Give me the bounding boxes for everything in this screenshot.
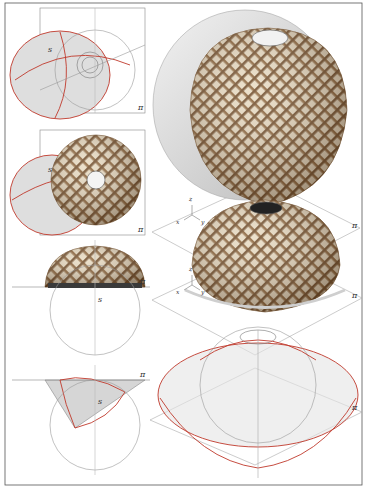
plane-label: π [352, 292, 357, 300]
axis-label: s [98, 398, 102, 406]
axis-letter: z [189, 266, 192, 272]
axonometric-dome-2 [152, 200, 362, 355]
axis-letter: z [189, 196, 192, 202]
axis-letter: x [176, 219, 179, 225]
plan-dome [10, 130, 145, 235]
axis-letter: y [201, 219, 204, 225]
elevation-dome [12, 240, 150, 355]
axis-label: s [48, 46, 52, 54]
axis-letter: x [176, 289, 179, 295]
elevation-cone [12, 365, 150, 475]
axis-label: s [48, 166, 52, 174]
plan-construction [10, 8, 145, 119]
axis-label: s [98, 296, 102, 304]
axonometric-construction [150, 327, 362, 478]
plane-label: π [138, 104, 143, 112]
plane-label: π [352, 404, 357, 412]
plane-label: π [140, 278, 145, 286]
axis-letter: y [201, 289, 204, 295]
plane-label: π [138, 226, 143, 234]
plane-label: π [140, 371, 145, 379]
plane-label: π [352, 222, 357, 230]
